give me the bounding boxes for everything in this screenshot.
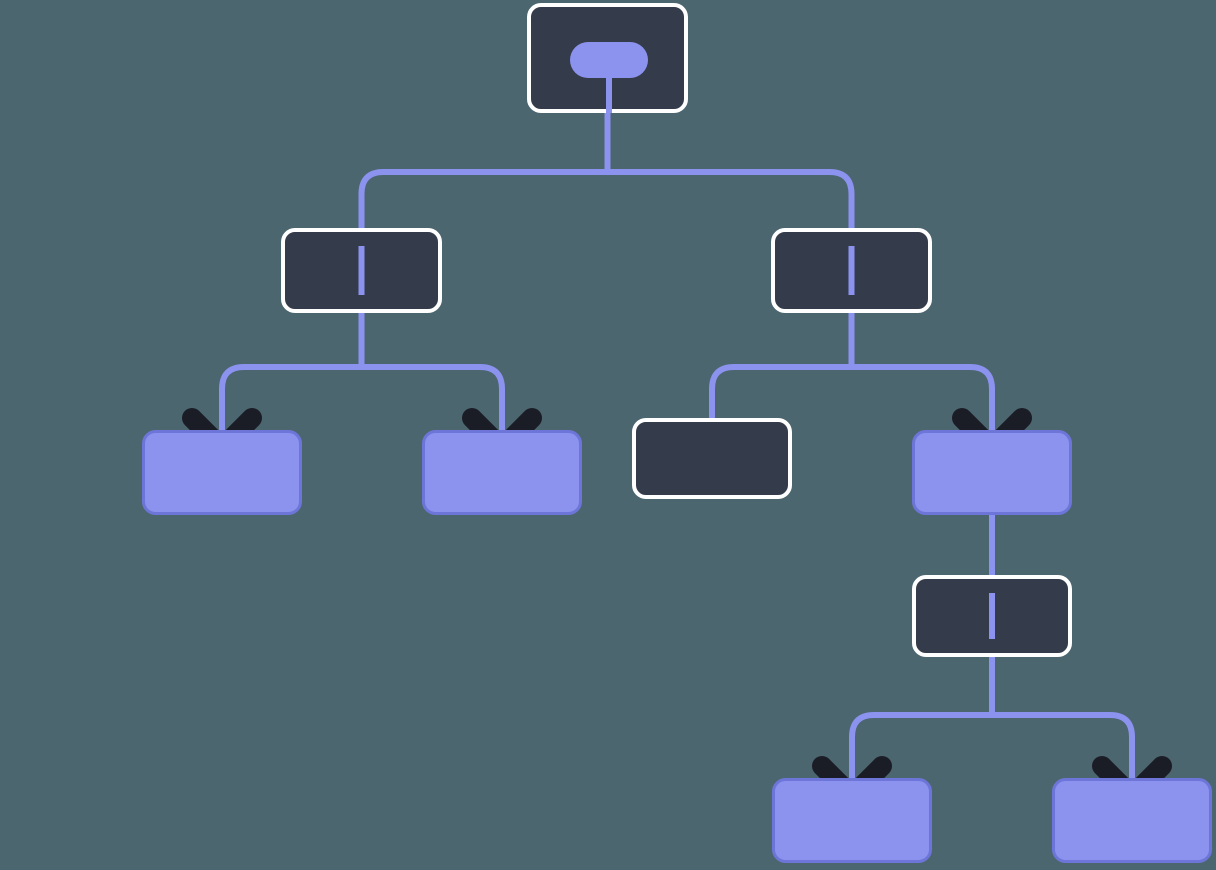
connector-n7-n8 (849, 712, 992, 778)
node-n2-dark[interactable] (771, 228, 932, 313)
node-body-n4[interactable] (422, 430, 582, 515)
node-n9-leaf[interactable] (1052, 778, 1212, 863)
connector-n2-n5 (709, 364, 852, 418)
node-n1-dark[interactable] (281, 228, 442, 313)
node-n4-leaf[interactable] (422, 430, 582, 515)
node-body-n8[interactable] (772, 778, 932, 863)
node-body-n9[interactable] (1052, 778, 1212, 863)
connector-n7-n9 (992, 712, 1135, 778)
node-body-n6[interactable] (912, 430, 1072, 515)
node-n0-root[interactable] (527, 3, 688, 113)
connector-n1-n3 (219, 364, 362, 430)
node-n6-leaf[interactable] (912, 430, 1072, 515)
node-pill-icon-n0 (570, 42, 648, 78)
node-n5-dark[interactable] (632, 418, 792, 499)
connector-n2-n6 (851, 364, 995, 430)
connector-layer (219, 45, 1135, 778)
node-n8-leaf[interactable] (772, 778, 932, 863)
node-layer (142, 3, 1212, 863)
node-body-n5[interactable] (632, 418, 792, 499)
node-n3-leaf[interactable] (142, 430, 302, 515)
connector-n1-n4 (361, 364, 505, 430)
node-n7-dark[interactable] (912, 575, 1072, 657)
connector-n0-n1 (358, 169, 608, 228)
connector-n0-n2 (607, 169, 855, 228)
node-body-n3[interactable] (142, 430, 302, 515)
